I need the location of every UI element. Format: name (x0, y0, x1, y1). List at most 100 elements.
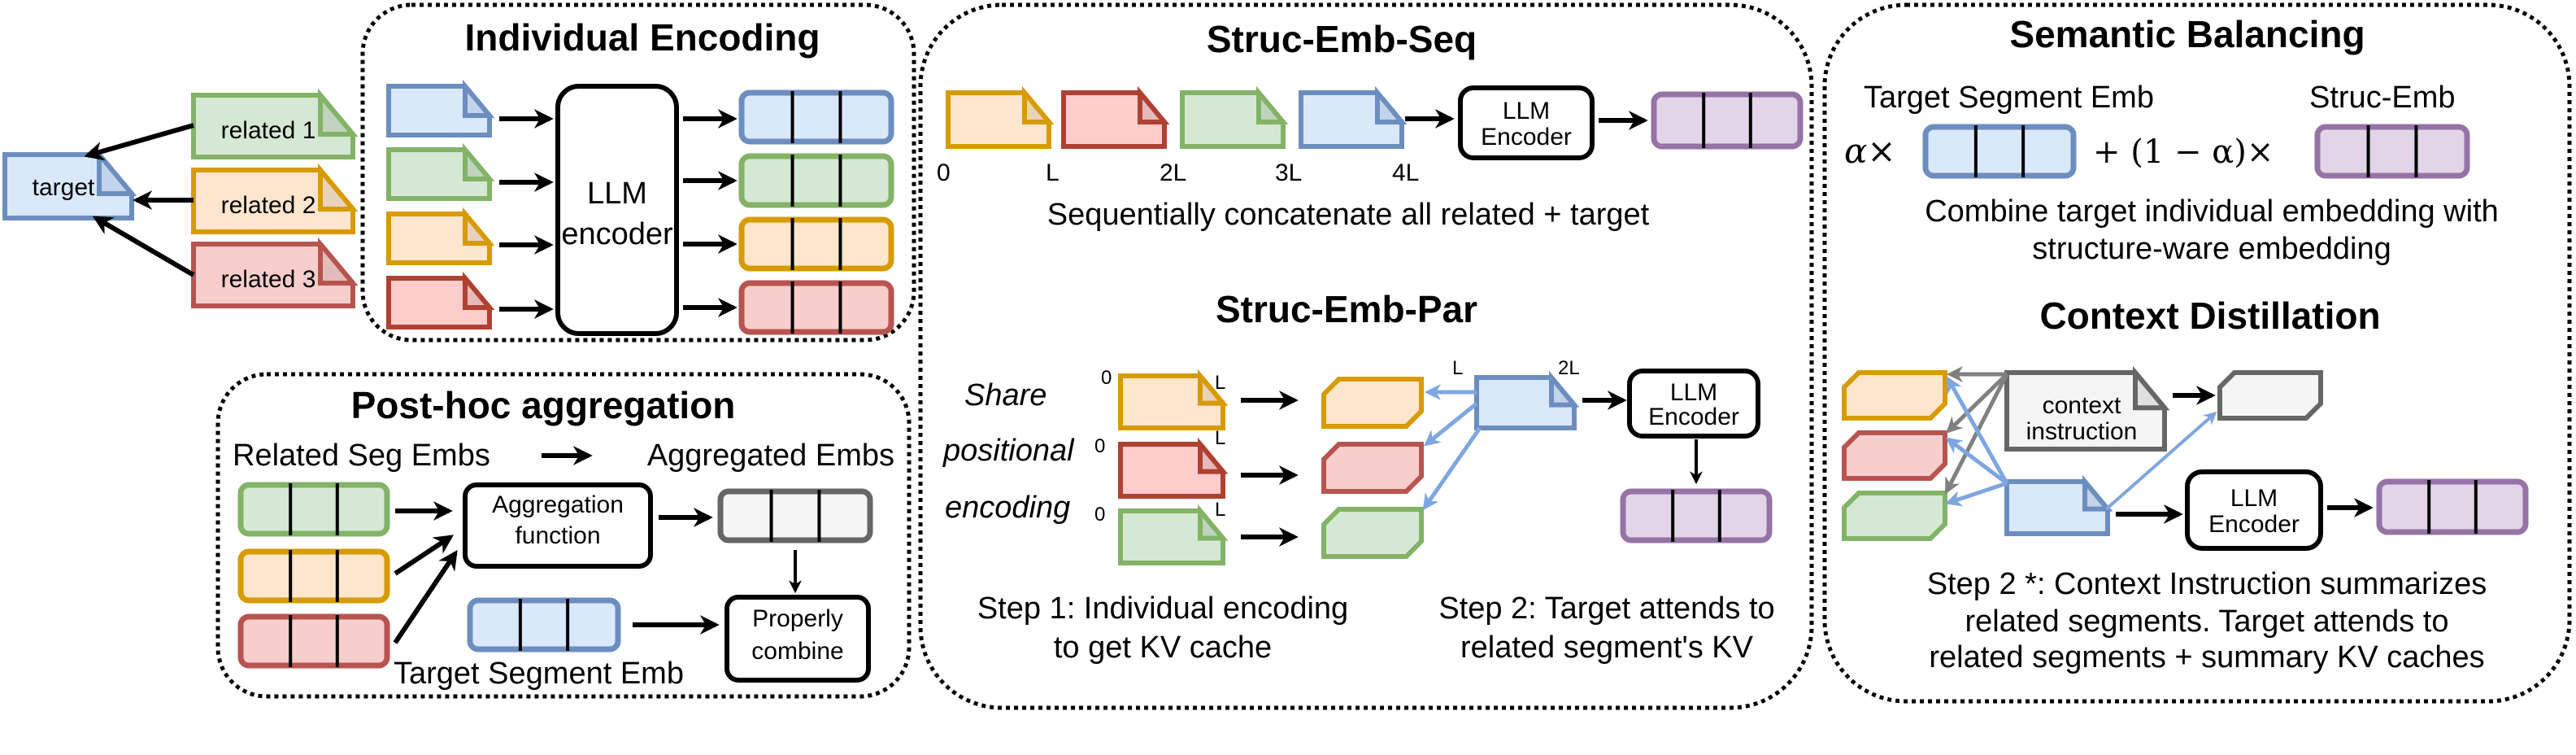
doc-fold (97, 147, 137, 196)
embedding-body (1620, 488, 1773, 543)
par-pos-end-2: L (1215, 427, 1225, 449)
kv-cache-body (2217, 370, 2323, 421)
par-doc-orange (1118, 369, 1229, 430)
sb-target-label: Target Segment Emb (1864, 81, 2154, 115)
embedding-green (738, 153, 894, 208)
sb-struc-emb (2314, 124, 2470, 179)
kv-cache-body (1842, 430, 1947, 481)
embedding-body (738, 280, 894, 335)
input-doc-orange (386, 207, 495, 265)
seq-doc-green (1180, 85, 1289, 149)
par-side-label-3: encoding (945, 491, 1070, 525)
par-doc-green (1118, 504, 1229, 565)
par-attend-green (1422, 426, 1482, 511)
embedding-blue (738, 89, 894, 145)
edge-related1-target (84, 123, 194, 161)
embedding-orange (738, 216, 894, 272)
panel-semantic-context: Semantic Balancing Target Segment Emb St… (1822, 2, 2572, 704)
cd-target-to-summary (2104, 411, 2217, 511)
cd-context-instruction-doc (2004, 365, 2170, 452)
kv-cache-body (1321, 507, 1424, 559)
seq-caption: Sequentially concatenate all related + t… (1047, 198, 1650, 232)
document-graph: target related 1 related 2 related 3 (2, 88, 359, 308)
related-doc-2 (191, 163, 359, 234)
par-output-emb (1620, 488, 1773, 543)
target-doc-label: target (33, 174, 95, 201)
doc-body (2004, 370, 2167, 452)
step2-line-2: related segment's KV (1460, 631, 1754, 665)
llm-encoder-box (555, 84, 679, 336)
seq-output-emb (1651, 91, 1804, 150)
sb-caption-1: Combine target individual embedding with (1925, 194, 2499, 229)
related-emb-green (237, 482, 390, 537)
properly-combine-label-1: Properly (752, 605, 843, 632)
seq-pos-4: 4L (1392, 159, 1419, 186)
related-doc-3 (191, 237, 359, 308)
panel-border (1822, 2, 2572, 704)
llm-encoder-label-1: LLM (587, 177, 647, 211)
arrow-red-to-agg (393, 550, 458, 644)
doc-fold (1138, 85, 1170, 124)
doc-body (191, 242, 355, 308)
sb-struc-label: Struc-Emb (2309, 81, 2455, 115)
panel-struc-emb: Struc-Emb-Seq 0 L 2L 3L 4L LLM Encoder S… (918, 2, 1814, 710)
doc-body (1118, 442, 1225, 499)
cd-summary-kv-gray (2217, 370, 2323, 421)
par-side-label-2: positional (942, 434, 1075, 468)
par-doc-red (1118, 437, 1229, 499)
step1-line-1: Step 1: Individual encoding (977, 591, 1348, 626)
seq-pos-0: 0 (937, 159, 951, 186)
cd-instr-to-red (1946, 373, 2008, 434)
doc-fold (1198, 437, 1229, 474)
par-side-label-1: Share (964, 378, 1046, 412)
embedding-body (738, 153, 894, 208)
aggregation-function-label-2: function (515, 522, 600, 549)
seq-llm-encoder-box (1458, 85, 1595, 160)
input-doc-red (386, 271, 495, 329)
panel-border (918, 2, 1814, 710)
input-doc-green (386, 142, 495, 201)
related-emb-orange (237, 548, 390, 604)
cd-target-to-orange (1946, 376, 2009, 485)
cd-kv-orange (1842, 370, 1947, 421)
seq-encoder-label-1: LLM (1503, 98, 1550, 124)
target-emb-blue (467, 597, 621, 652)
target-doc (2, 147, 137, 220)
cd-caption-1: Step 2 *: Context Instruction summarizes (1927, 567, 2487, 601)
semantic-balancing-title: Semantic Balancing (2009, 13, 2365, 55)
kv-cache-body (1321, 377, 1424, 429)
sb-caption-2: structure-ware embedding (2032, 232, 2391, 266)
context-distillation-title: Context Distillation (2039, 295, 2380, 337)
seq-pos-3: 3L (1275, 159, 1302, 186)
doc-fold (1375, 85, 1408, 124)
seq-pos-2: 2L (1160, 159, 1186, 186)
related-emb-red (237, 613, 390, 669)
sb-one-minus-alpha-term: + (1 − α)× (2093, 133, 2274, 171)
doc-fold (1256, 85, 1289, 124)
related-doc-3-label: related 3 (221, 266, 316, 293)
doc-body (191, 168, 355, 234)
target-segment-emb-label: Target Segment Emb (394, 657, 684, 691)
related-doc-1 (191, 88, 359, 159)
doc-fold (2082, 474, 2113, 512)
cd-instruction-label-1: context (2043, 392, 2121, 419)
doc-fold (463, 207, 495, 246)
par-target-pos-end: 2L (1558, 357, 1580, 379)
embedding-body (1922, 124, 2077, 179)
sb-target-emb (1922, 124, 2077, 179)
properly-combine-box (724, 595, 871, 683)
aggregation-function-label-1: Aggregation (492, 491, 624, 518)
par-target-doc (1474, 370, 1580, 430)
cd-target-to-green (1945, 481, 2008, 507)
doc-fold (463, 271, 495, 310)
input-doc-blue (386, 79, 495, 137)
doc-fold (318, 163, 359, 212)
cd-caption-2: related segments. Target attends to (1965, 604, 2449, 639)
related-doc-1-label: related 1 (221, 117, 316, 144)
par-target-pos-start: L (1452, 357, 1463, 379)
cd-output-emb (2376, 478, 2529, 535)
sb-alpha-term: α× (1844, 131, 1896, 171)
cd-encoder-label-1: LLM (2230, 485, 2278, 512)
par-pos-start-1: 0 (1101, 367, 1112, 389)
